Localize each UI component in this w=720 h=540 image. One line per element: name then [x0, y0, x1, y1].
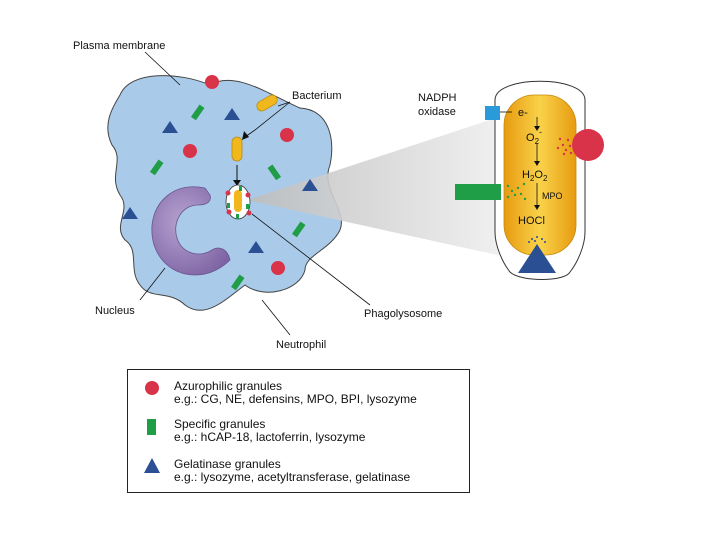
- label-phagolysosome: Phagolysosome: [364, 308, 442, 320]
- leader-neutrophil: [261, 299, 291, 336]
- leader-bacterium-arrowhead: [242, 131, 249, 140]
- mpo-label: MPO: [542, 191, 563, 201]
- gelatinase-granule: [162, 121, 178, 133]
- specific-granule: [149, 159, 164, 176]
- specific-granule: [230, 274, 245, 291]
- green-rect-icon: [147, 419, 156, 435]
- gelatinase-fusing: [518, 244, 556, 273]
- legend-example-gelatinase: e.g.: lysozyme, acetyltransferase, gelat…: [174, 470, 411, 484]
- label-nadph-2: oxidase: [418, 106, 456, 118]
- azurophilic-fusing: [572, 129, 604, 161]
- gelatinase-granule: [248, 241, 264, 253]
- legend-example-specific: e.g.: hCAP-18, lactoferrin, lysozyme: [174, 430, 366, 444]
- azurophilic-granule: [280, 128, 294, 142]
- superoxide-label: O2-: [526, 127, 542, 146]
- azurophilic-granule: [183, 144, 197, 158]
- legend-title-azurophilic: Azurophilic granules: [174, 379, 283, 393]
- label-nucleus: Nucleus: [95, 305, 135, 317]
- zoom-beam: [247, 110, 520, 260]
- leader-bacterium: [277, 101, 291, 107]
- gelatinase-granule: [302, 179, 318, 191]
- reaction-arrowhead-2: [534, 161, 540, 166]
- label-bacterium: Bacterium: [292, 90, 342, 102]
- specific-granule: [291, 221, 306, 238]
- azurophilic-spray: [556, 137, 573, 156]
- electron-label: e-: [518, 107, 528, 119]
- bacterium: [256, 94, 278, 112]
- legend-title-specific: Specific granules: [174, 417, 266, 431]
- engulf-arrowhead: [233, 180, 241, 186]
- azurophilic-granule: [271, 261, 285, 275]
- leader-bacterium-2: [244, 101, 291, 138]
- gelatinase-spray: [528, 236, 546, 243]
- phagolysosome-small: [225, 184, 252, 220]
- red-circle-icon: [145, 381, 159, 395]
- legend-title-gelatinase: Gelatinase granules: [174, 457, 281, 471]
- specific-granule: [190, 104, 205, 121]
- nadph-oxidase-box: [485, 106, 500, 120]
- specific-spray: [506, 182, 527, 201]
- leader-nucleus: [139, 267, 166, 301]
- gelatinase-granule: [122, 207, 138, 219]
- legend-box: Azurophilic granules e.g.: CG, NE, defen…: [127, 369, 470, 493]
- leader-phagolysosome: [251, 213, 371, 306]
- peroxide-label: H2O2: [522, 169, 548, 183]
- label-nadph-1: NADPH: [418, 92, 457, 104]
- bacterium-engulfed: [231, 136, 243, 162]
- reaction-arrowhead-3: [534, 205, 540, 210]
- label-neutrophil: Neutrophil: [276, 339, 326, 351]
- azurophilic-granule: [205, 75, 219, 89]
- gelatinase-granule: [224, 108, 240, 120]
- leader-plasma-membrane: [144, 51, 181, 86]
- specific-granule: [267, 164, 282, 181]
- legend-example-azurophilic: e.g.: CG, NE, defensins, MPO, BPI, lysoz…: [174, 392, 417, 406]
- hocl-label: HOCl: [518, 215, 545, 227]
- specific-fusing: [455, 184, 501, 200]
- reaction-arrowhead-1: [534, 126, 540, 131]
- label-plasma-membrane: Plasma membrane: [73, 40, 165, 52]
- blue-triangle-icon: [144, 458, 160, 473]
- nucleus: [151, 186, 231, 276]
